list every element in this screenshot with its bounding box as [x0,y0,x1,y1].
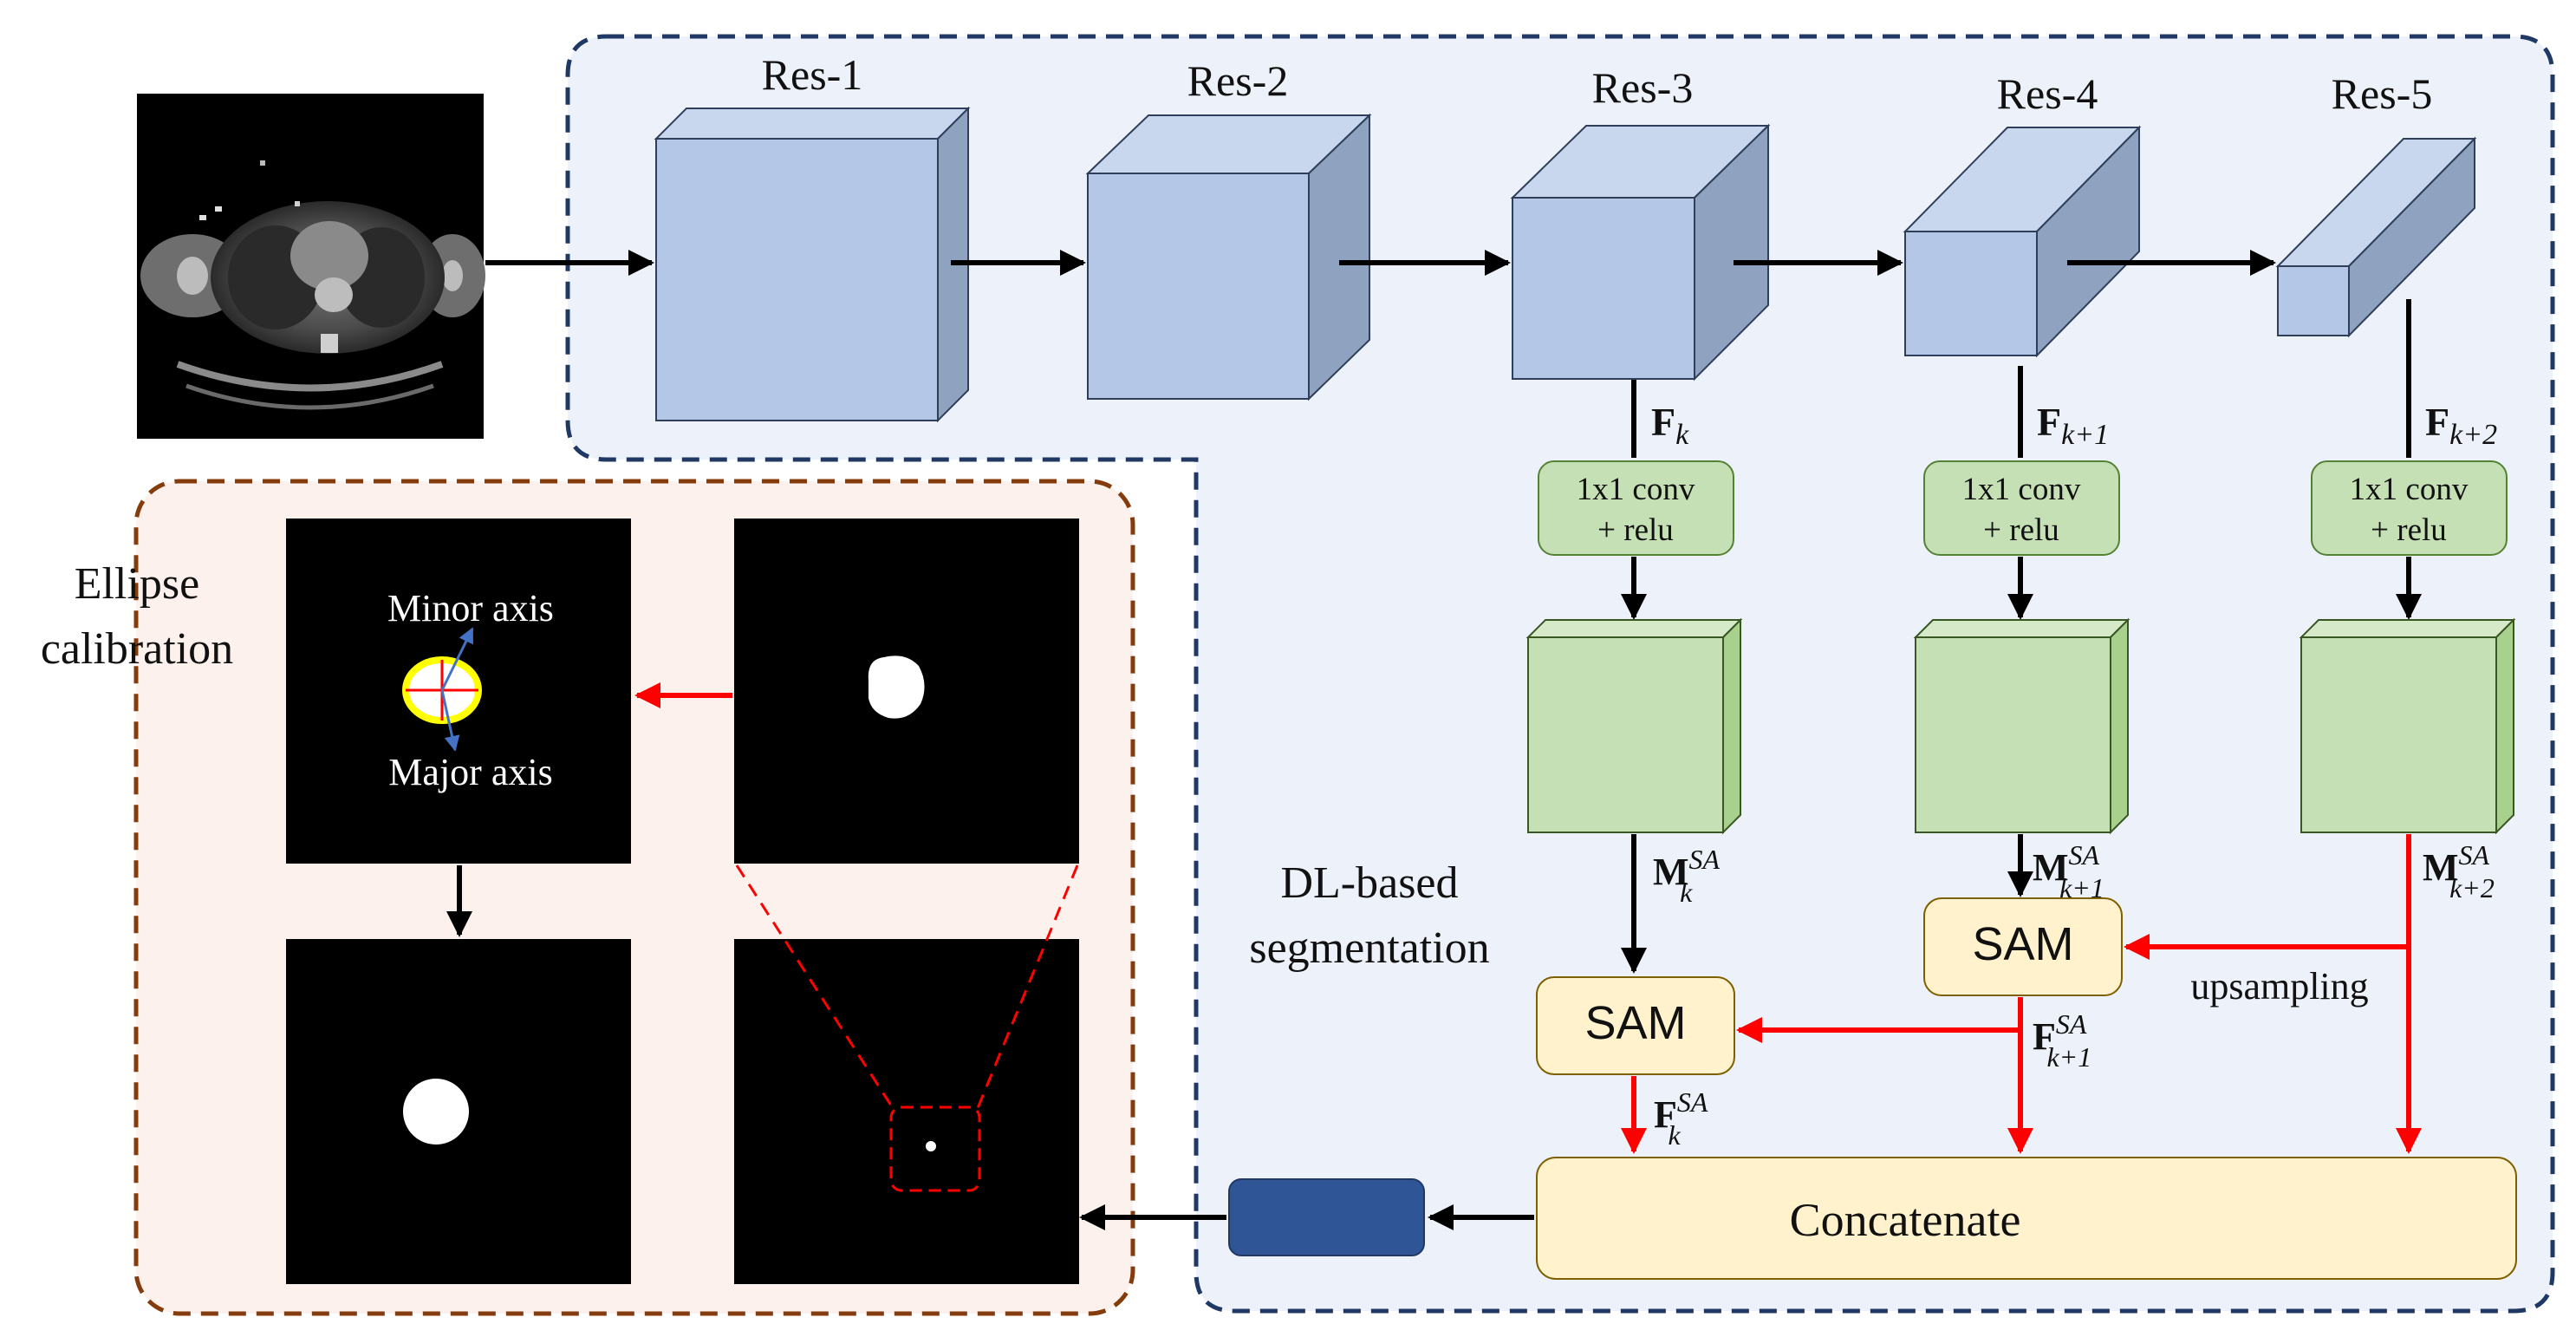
dl-region-label-line1: DL-based [1280,858,1458,908]
ct-input-image [137,94,485,439]
dl-region-label-line2: segmentation [1249,923,1489,973]
svg-text:+ relu: + relu [1597,512,1674,548]
zoomed-mask-panel [734,518,1079,864]
res-4-block [1903,125,2142,358]
svg-text:1x1 conv: 1x1 conv [1962,472,2081,507]
feature-label-fk1: Fk+1 [2037,400,2109,451]
res-3-label: Res-3 [1592,63,1694,112]
minor-axis-pointer [440,627,474,691]
full-mask-panel [734,939,1079,1284]
sam-box-k1: SAM [1923,897,2123,996]
svg-text:Concatenate: Concatenate [1790,1194,2021,1246]
concatenate-box: Concatenate [1536,1157,2517,1280]
feature-label-fk: Fk [1651,400,1689,451]
attention-map-k1 [1913,617,2130,835]
major-axis-label: Major axis [388,751,552,793]
conv-box-k2: 1x1 conv + relu [2311,460,2508,556]
attention-map-k [1525,617,1743,835]
output-block [1228,1178,1425,1256]
svg-text:SAM: SAM [1972,918,2073,970]
svg-text:+ relu: + relu [1983,512,2059,548]
res-3-block [1510,123,1771,382]
res-1-label: Res-1 [762,50,863,99]
major-axis-pointer [440,689,460,752]
svg-text:1x1 conv: 1x1 conv [1577,472,1695,507]
calibrated-mask-panel [286,939,631,1284]
res-5-label: Res-5 [2332,69,2433,118]
upsampling-label: upsampling [2190,965,2368,1008]
ellipse-fit-panel: Minor axis Major axis [286,518,631,864]
res-1-block [654,106,971,423]
roi-box [889,1105,981,1192]
res-4-label: Res-4 [1997,69,2098,118]
res-5-block [2275,136,2477,338]
attention-map-k2 [2299,617,2516,835]
res-2-block [1085,113,1372,401]
sam-box-k: SAM [1536,976,1735,1075]
svg-text:+ relu: + relu [2371,512,2447,548]
feature-label-fk2: Fk+2 [2425,400,2497,451]
conv-box-k1: 1x1 conv + relu [1923,460,2120,556]
ellipse-region-label-line1: Ellipse [75,559,199,609]
svg-text:1x1 conv: 1x1 conv [2350,472,2469,507]
ellipse-region-label-line2: calibration [41,624,233,674]
minor-axis-label: Minor axis [387,587,554,629]
zoom-line-left [735,864,894,1109]
svg-text:SAM: SAM [1584,997,1686,1049]
conv-box-k: 1x1 conv + relu [1538,460,1734,556]
res-2-label: Res-2 [1187,56,1289,105]
